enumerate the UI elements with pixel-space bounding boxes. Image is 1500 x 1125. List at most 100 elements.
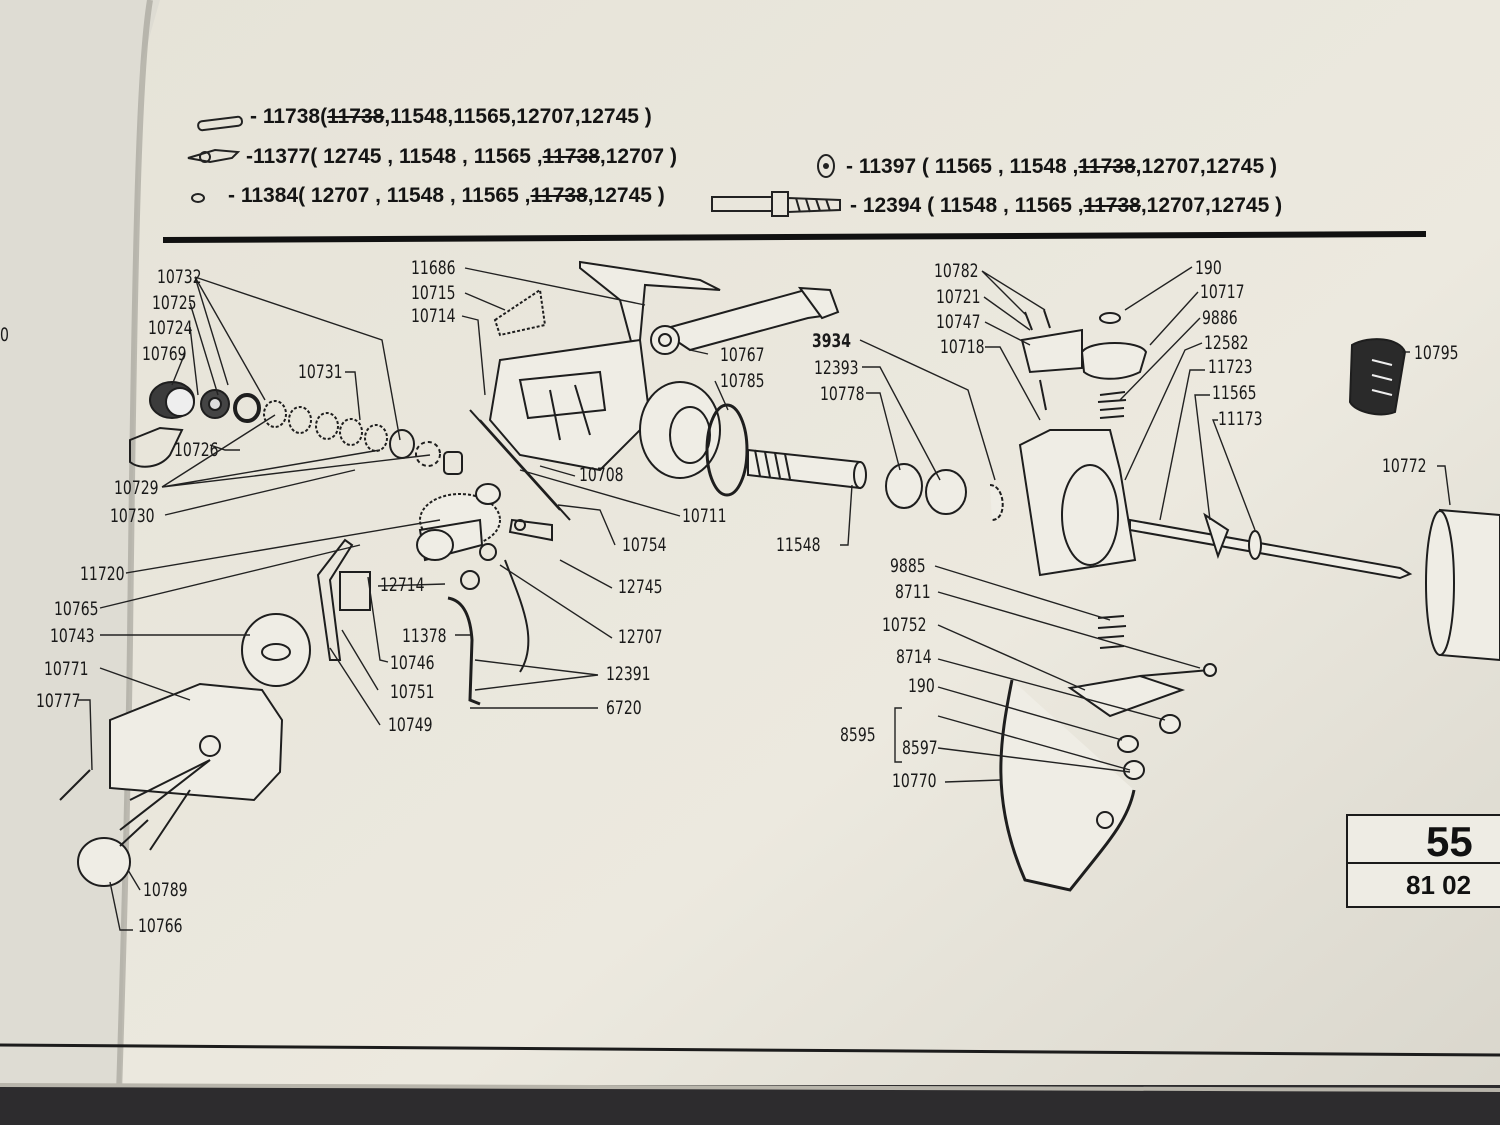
label-10714: 10714 (411, 305, 456, 327)
table-surface (0, 1085, 1500, 1125)
label-11378: 11378 (402, 625, 447, 647)
legend-part: 11384 (240, 184, 299, 207)
bushing-icon (817, 154, 835, 178)
label-10770: 10770 (892, 770, 937, 792)
label-11565: 11565 (1212, 382, 1257, 404)
label-10789: 10789 (143, 879, 188, 901)
label-8597: 8597 (902, 737, 938, 759)
label-11548: 11548 (776, 534, 821, 556)
page-number-box: 55 81 02 (1346, 814, 1500, 908)
reel-body (469, 260, 721, 521)
label-11720: 11720 (80, 563, 125, 585)
drag-washer-unit (1348, 338, 1407, 416)
drag-cap (1080, 312, 1148, 380)
pin-icon (197, 115, 243, 132)
spool-cylinder (1425, 508, 1500, 662)
crank-arm (447, 596, 481, 706)
page-bottom-rule (0, 1043, 1500, 1057)
label-10795: 10795 (1414, 342, 1459, 364)
label-10766: 10766 (138, 915, 183, 937)
label-10749: 10749 (388, 714, 433, 736)
small-ring (460, 570, 480, 590)
paper-page (120, 0, 1500, 1125)
spring (1039, 379, 1127, 419)
page-number: 55 (1426, 818, 1473, 865)
drag-knob (241, 613, 311, 687)
main-gear (416, 483, 501, 562)
label-6720: 6720 (606, 697, 642, 719)
label-10782: 10782 (934, 260, 979, 282)
legend-line-3: - 11384( 12707 , 11548 , 11565 ,11738,12… (228, 184, 665, 207)
label-10724: 10724 (148, 317, 193, 339)
label-12393: 12393 (814, 357, 859, 379)
retainer-clip (129, 426, 184, 468)
label-11173: 11173 (1218, 408, 1263, 430)
rotor-cup (639, 381, 721, 479)
washer-ring (233, 393, 261, 423)
label-190-bottom: 190 (908, 675, 935, 697)
label-10725: 10725 (152, 292, 197, 314)
small-nut (443, 451, 463, 475)
label-10717: 10717 (1200, 281, 1245, 303)
left-margin-char: 0 (0, 324, 9, 346)
label-12707: 12707 (618, 626, 663, 648)
label-10726: 10726 (174, 439, 219, 461)
bushings-set (885, 463, 1004, 521)
label-3934: 3934 (812, 330, 852, 352)
label-12714: 12714 (380, 574, 425, 596)
label-12391: 12391 (606, 663, 651, 685)
legend-struck: 11738 (327, 105, 385, 128)
legend-rest: ,12745 ) (587, 184, 665, 207)
legend-line-5: - 12394 ( 11548 , 11565 ,11738,12707,127… (850, 194, 1283, 217)
washer-icon (191, 193, 205, 203)
label-10754: 10754 (622, 534, 667, 556)
page-bottom-edge (0, 1083, 1500, 1092)
legend-pre: ( (320, 105, 328, 128)
legend-rest: ,12707,12745 ) (1140, 194, 1283, 217)
legend-part: 11377 (253, 145, 311, 168)
legend-line-2: -11377( 12745 , 11548 , 11565 ,11738,127… (246, 145, 677, 168)
label-10772: 10772 (1382, 455, 1427, 477)
legend-line-1: - 11738(11738,11548,11565,12707,12745 ) (250, 105, 652, 128)
page-gutter-shadow (115, 0, 153, 1125)
label-10769: 10769 (142, 343, 187, 365)
label-10777: 10777 (36, 690, 81, 712)
main-shaft (747, 448, 867, 490)
label-190-top: 190 (1195, 257, 1222, 279)
label-10743: 10743 (50, 625, 95, 647)
label-8714: 8714 (896, 646, 932, 668)
clip-icon (187, 148, 241, 164)
label-11723: 11723 (1208, 356, 1253, 378)
legend-rest: ,11548,11565,12707,12745 ) (384, 105, 652, 128)
label-9886: 9886 (1202, 307, 1238, 329)
label-10729: 10729 (114, 477, 159, 499)
bail-wire-assembly (999, 663, 1217, 892)
shaft-icon (711, 191, 841, 217)
label-10711: 10711 (682, 505, 727, 527)
label-10721: 10721 (936, 286, 981, 308)
label-10731: 10731 (298, 361, 343, 383)
pinion-gear (149, 381, 195, 419)
label-10718: 10718 (940, 336, 985, 358)
label-10747: 10747 (936, 311, 981, 333)
cover-screws (59, 759, 211, 851)
label-8595: 8595 (840, 724, 876, 746)
lock-washer (415, 441, 441, 467)
legend-struck: 11738 (1083, 194, 1141, 217)
legend-pre: ( 12707 , 11548 , 11565 , (298, 184, 531, 207)
label-10730: 10730 (110, 505, 155, 527)
label-10746: 10746 (390, 652, 435, 674)
label-12582: 12582 (1204, 332, 1249, 354)
label-10708: 10708 (579, 464, 624, 486)
legend-pre: ( 11548 , 11565 , (927, 194, 1084, 217)
legend-part: 12394 (862, 194, 922, 217)
label-10785: 10785 (720, 370, 765, 392)
legend-line-4: - 11397 ( 11565 , 11548 ,11738,12707,127… (846, 155, 1277, 178)
clutch-plate (1020, 309, 1083, 374)
legend-part: 11397 (858, 155, 917, 178)
ball (479, 543, 497, 561)
label-12745: 12745 (618, 576, 663, 598)
bearing (200, 389, 230, 419)
wire-spring (504, 559, 530, 673)
